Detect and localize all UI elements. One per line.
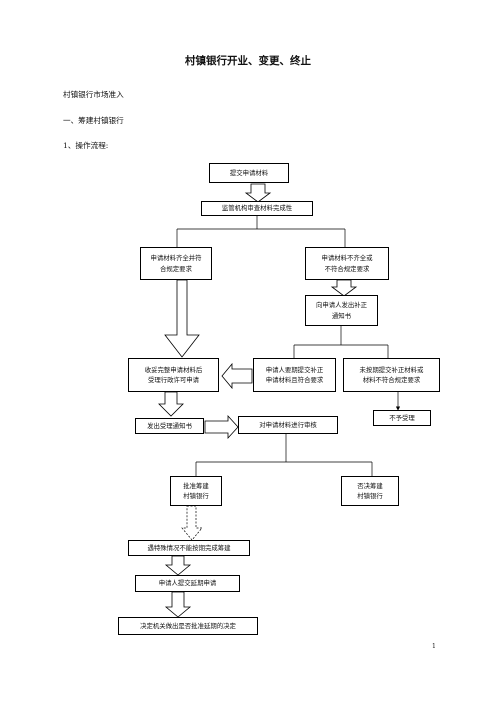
box-materials-complete: 申请材料齐全并符 合规定要求	[140, 247, 212, 280]
box-review-completeness: 监管机构审查材料完成性	[201, 201, 313, 216]
box-not-supplemented: 未按期提交补正材料或 材料不符合规定要求	[343, 358, 440, 392]
box-supplement-notice: 向申请人发出补正 通知书	[305, 295, 378, 326]
box-materials-incomplete: 申请材料不齐全或 不符合规定要求	[305, 247, 389, 280]
subsection-heading: 一、筹建村镇银行	[63, 116, 124, 125]
hollow-arrow-delay-extension	[164, 555, 192, 576]
box-extension-decision: 决定机关做出是否批准延期的决定	[118, 617, 258, 635]
section-heading: 村镇银行市场准入	[63, 90, 124, 99]
hollow-arrow-supplemented-accept	[221, 362, 253, 390]
hollow-arrow-accept-issue	[158, 391, 184, 417]
hollow-arrow-issue-examine	[204, 414, 239, 440]
box-deny: 否决筹建 村镇银行	[341, 476, 399, 506]
hollow-arrow-submit-review	[244, 183, 272, 203]
dashed-arrow-approve-delay	[181, 505, 203, 541]
box-submit-materials: 提交申请材料	[209, 163, 289, 183]
box-accept-application: 收妥完整申请材料后 受理行政许可申请	[128, 358, 219, 392]
box-cannot-finish: 遇特殊情况不能按期完成筹建	[128, 540, 250, 556]
hollow-arrow-complete-accept	[164, 279, 200, 358]
box-reject: 不予受理	[373, 410, 431, 426]
box-issue-notice: 发出受理通知书	[135, 418, 204, 434]
hollow-arrow-extension-decision	[164, 591, 192, 618]
box-approve: 批准筹建 村镇银行	[170, 476, 222, 506]
box-examine-materials: 对申请材料进行审核	[238, 416, 338, 434]
document-title: 村镇银行开业、变更、终止	[185, 55, 311, 67]
procedure-label: 1、操作流程:	[63, 141, 109, 150]
box-apply-extension: 申请人提交延期申请	[135, 575, 240, 592]
hollow-arrow-incomplete-notify	[330, 279, 358, 297]
page-number: 1	[432, 643, 436, 650]
box-supplemented-ok: 申请人要期提交补正 申请材料且符合要求	[253, 358, 336, 392]
